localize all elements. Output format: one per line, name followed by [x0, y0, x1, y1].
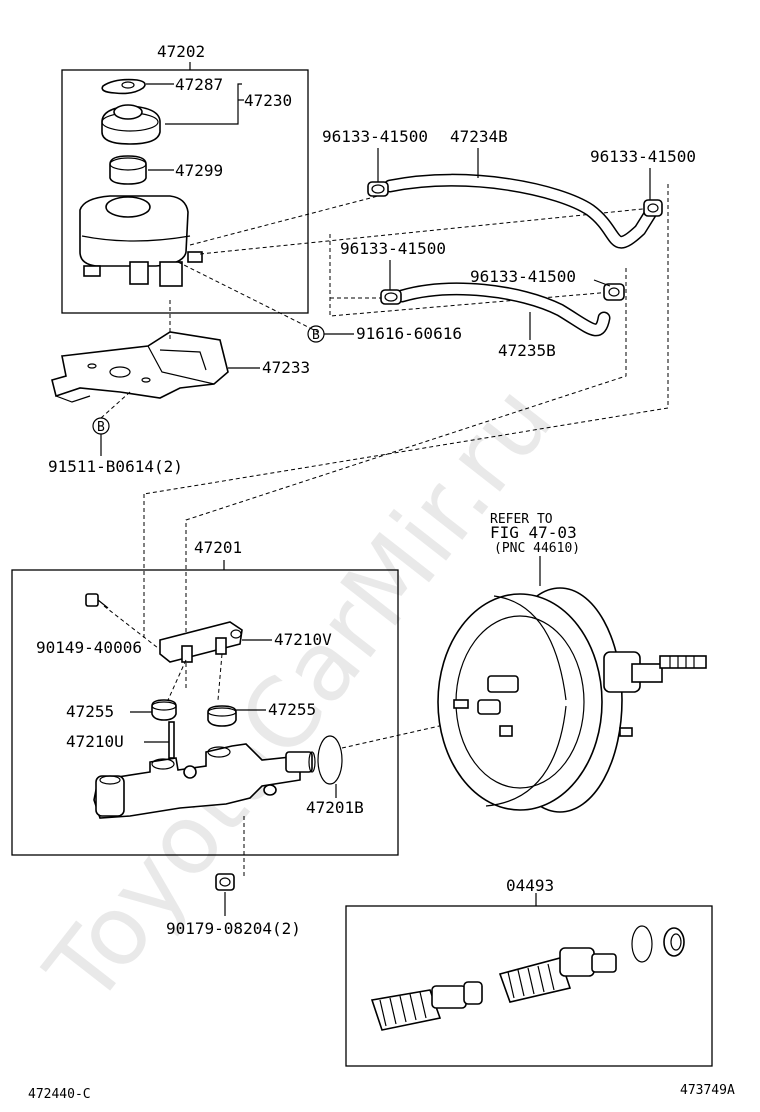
hose-47234b — [383, 173, 657, 249]
reservoir-strainer-47299 — [109, 155, 147, 185]
callout-clamp-c: 96133-41500 — [340, 239, 446, 258]
callout-47202: 47202 — [157, 42, 205, 61]
callout-91511-b0614: 91511-B0614(2) — [48, 457, 183, 476]
diagram-code: 472440-C — [28, 1087, 91, 1102]
reservoir-switch-47210v — [159, 621, 243, 663]
hose-clamp-a — [367, 181, 389, 197]
master-cylinder-body — [93, 743, 316, 819]
repair-kit-piston-primary — [498, 947, 617, 1003]
reservoir-gasket-47287 — [101, 78, 146, 95]
callout-47230: 47230 — [244, 91, 292, 110]
reservoir-cap-47230 — [101, 104, 161, 145]
callout-91616-60616: 91616-60616 — [356, 324, 462, 343]
master-cylinder-box — [11, 569, 399, 856]
callout-47255-left: 47255 — [66, 702, 114, 721]
callout-clamp-a: 96133-41500 — [322, 127, 428, 146]
reservoir-box — [61, 69, 309, 314]
refer-note-line2: FIG 47-03 — [490, 523, 577, 542]
repair-kit-seal — [663, 927, 685, 957]
reservoir-bracket-47233 — [51, 331, 229, 403]
hose-clamp-d — [603, 283, 625, 301]
repair-kit-piston-secondary — [370, 981, 483, 1031]
callout-47201b: 47201B — [306, 798, 364, 817]
callout-47210v: 47210V — [274, 630, 332, 649]
marker-b-lower: B — [92, 417, 110, 435]
repair-kit-snap-ring — [631, 925, 653, 963]
callout-47201: 47201 — [194, 538, 242, 557]
hose-clamp-c — [380, 289, 402, 305]
nut-90179 — [215, 873, 235, 891]
callout-47299: 47299 — [175, 161, 223, 180]
callout-47235b: 47235B — [498, 341, 556, 360]
svg-text:B: B — [312, 328, 320, 343]
callout-clamp-b: 96133-41500 — [590, 147, 696, 166]
repair-kit-box — [345, 905, 713, 1067]
callout-47255-right: 47255 — [268, 700, 316, 719]
callout-47287: 47287 — [175, 75, 223, 94]
callout-47234b: 47234B — [450, 127, 508, 146]
brake-fluid-reservoir — [79, 195, 203, 287]
callout-47233: 47233 — [262, 358, 310, 377]
callout-90179-08204: 90179-08204(2) — [166, 919, 301, 938]
callout-47210u: 47210U — [66, 732, 124, 751]
refer-note-line3: (PNC 44610) — [494, 541, 580, 556]
marker-b-upper: B — [307, 325, 325, 343]
brake-booster — [437, 587, 707, 813]
pin-47210u — [168, 721, 175, 759]
svg-text:B: B — [97, 420, 105, 435]
grommet-right-47255 — [207, 705, 237, 727]
hose-47235b — [395, 282, 611, 337]
callout-clamp-d: 96133-41500 — [470, 267, 576, 286]
seal-ring-47201b — [317, 735, 343, 785]
figure-number: 473749A — [680, 1083, 735, 1098]
hose-clamp-b — [643, 199, 663, 217]
grommet-left-47255 — [151, 699, 177, 721]
screw-90149 — [85, 593, 109, 609]
callout-04493: 04493 — [506, 876, 554, 895]
callout-90149-40006: 90149-40006 — [36, 638, 142, 657]
refer-note-line1: REFER TO — [490, 512, 553, 527]
